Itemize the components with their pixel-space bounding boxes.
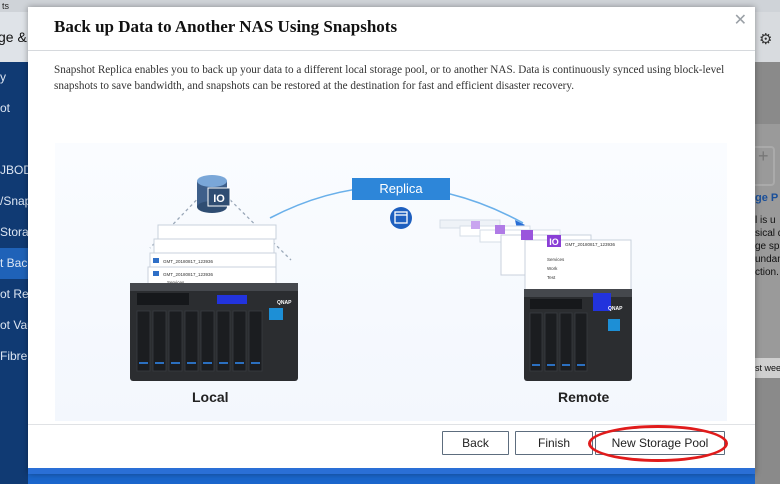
- remote-brand-logo: QNAP: [608, 306, 623, 312]
- snapshot-replica-dialog: ✕ Back up Data to Another NAS Using Snap…: [28, 7, 755, 474]
- panel-line: ge spa: [755, 241, 780, 252]
- local-label: Local: [192, 389, 229, 405]
- add-box-icon: [755, 146, 775, 186]
- calendar-icon: [390, 207, 412, 229]
- remote-folder-name: Services: [547, 257, 565, 262]
- background-toolbar: [755, 12, 780, 62]
- local-brand-logo: QNAP: [277, 300, 292, 306]
- local-folder-name: Services: [167, 280, 185, 285]
- sidebar-item[interactable]: y: [0, 70, 6, 84]
- sidebar-item[interactable]: ot Vau: [0, 318, 28, 332]
- dialog-title: Back up Data to Another NAS Using Snapsh…: [54, 17, 398, 36]
- settings-icon[interactable]: ⚙: [759, 31, 773, 48]
- topbar-text: ts: [2, 1, 10, 11]
- sidebar-header: ge &: [0, 12, 28, 62]
- remote-snapshot-stack: [439, 219, 632, 297]
- sidebar-item[interactable]: JBOD: [0, 163, 28, 177]
- sidebar-item[interactable]: /Snap: [0, 194, 28, 208]
- local-snapshot-name: GMT_20180817_123936: [163, 259, 214, 264]
- panel-title: ge P: [755, 192, 779, 204]
- remote-io-label: IO: [549, 237, 559, 247]
- back-button[interactable]: Back: [442, 431, 509, 455]
- sidebar-item[interactable]: ot: [0, 101, 11, 115]
- panel-line: l is u: [755, 215, 776, 226]
- info-panel: [755, 124, 780, 374]
- local-snapshot-name: GMT_20180817_123936: [163, 272, 214, 277]
- database-icon: [197, 175, 231, 213]
- remote-label: Remote: [558, 389, 610, 405]
- io-label: IO: [213, 193, 225, 205]
- background-right-panel: ⚙ + ge P l is u sical d ge spa undan cti…: [755, 12, 780, 484]
- panel-line: undan: [755, 254, 780, 265]
- sidebar-item-selected[interactable]: t Bac: [0, 248, 28, 279]
- remote-folder-name: Test: [547, 275, 556, 280]
- sidebar-item[interactable]: [0, 124, 28, 155]
- remote-folder-name: Work: [547, 266, 558, 271]
- footer-divider: [28, 424, 755, 425]
- title-divider: [28, 50, 755, 51]
- close-icon[interactable]: ✕: [733, 12, 747, 29]
- panel-line: sical d: [755, 228, 780, 239]
- plus-icon: +: [758, 146, 769, 166]
- finish-button[interactable]: Finish: [515, 431, 593, 455]
- sidebar-item[interactable]: Fibre: [0, 349, 28, 363]
- panel-line: ction.: [755, 267, 779, 278]
- illustration-graphic: IO GMT_20180817_123936 GMT_20180817_1239…: [130, 175, 632, 381]
- remote-snapshot-name: GMT_20180817_123936: [565, 242, 616, 247]
- sidebar-item[interactable]: ot Rep: [0, 287, 28, 301]
- background-sidebar: ge & y ot JBOD /Snap Stora t Bac ot Rep …: [0, 12, 28, 484]
- sidebar-item[interactable]: Stora: [0, 225, 28, 239]
- remote-nas-device: [524, 289, 632, 381]
- dialog-description: Snapshot Replica enables you to back up …: [54, 64, 725, 92]
- new-storage-pool-button[interactable]: New Storage Pool: [595, 431, 725, 455]
- local-nas-device: [130, 283, 298, 381]
- schedule-field[interactable]: st wee: [755, 358, 780, 378]
- replica-label: Replica: [352, 178, 450, 200]
- replica-illustration: IO GMT_20180817_123936 GMT_20180817_1239…: [55, 143, 727, 421]
